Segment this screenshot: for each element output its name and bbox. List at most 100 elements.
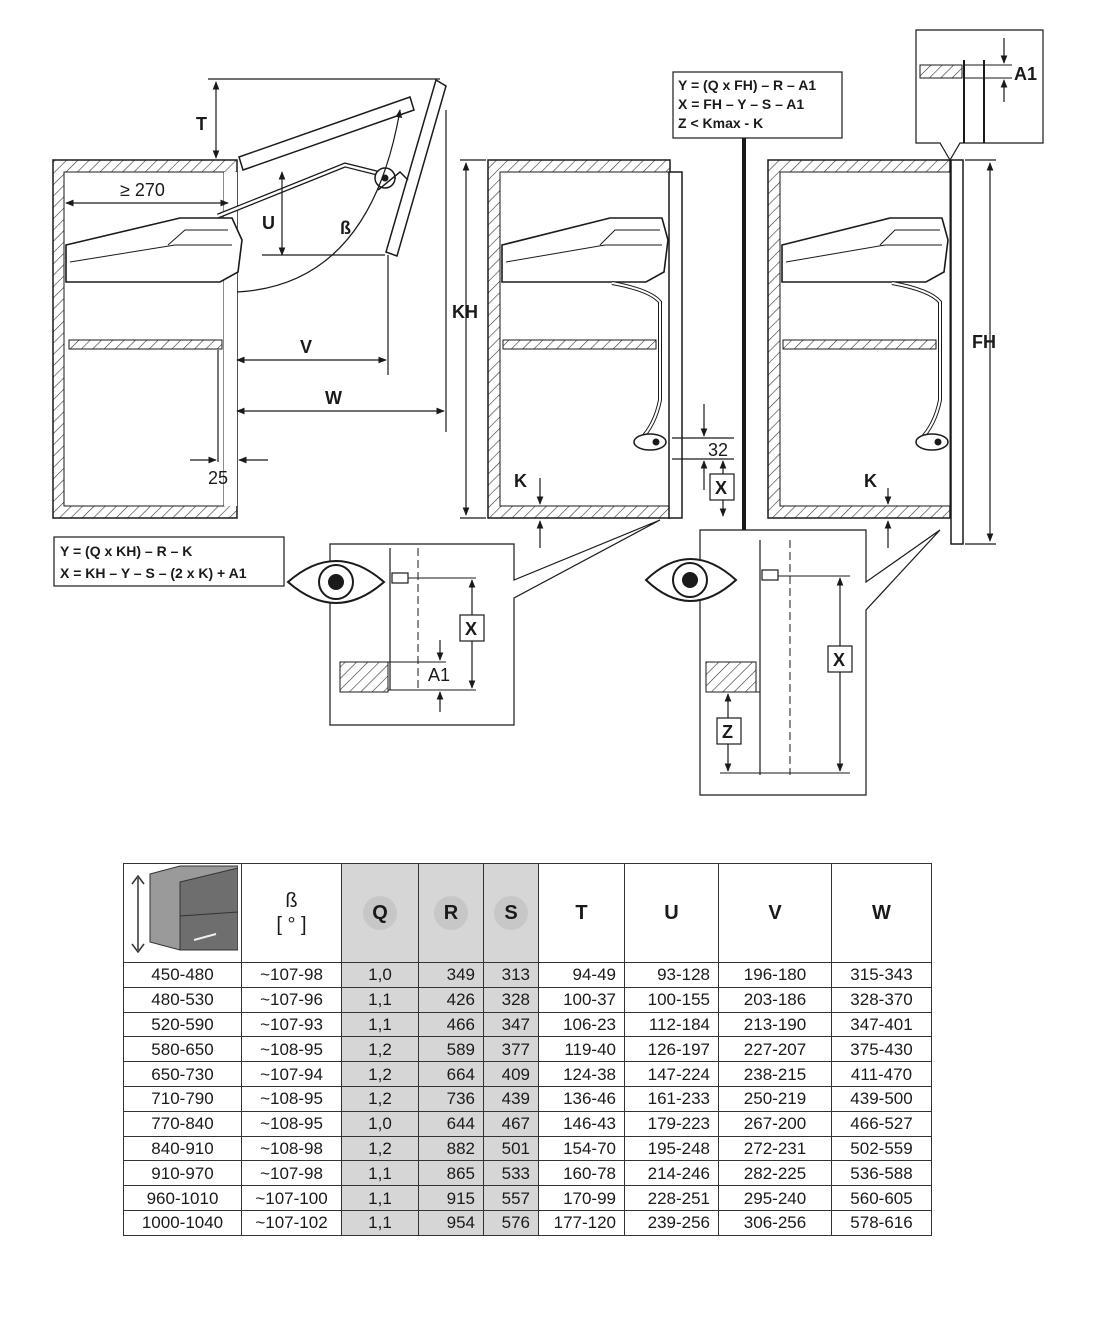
- dim-v-label: V: [300, 337, 312, 357]
- cell-height: 960-1010: [123, 1185, 242, 1211]
- cell-beta: ~108-98: [241, 1135, 342, 1162]
- cell-q: 1,2: [341, 1036, 419, 1063]
- cell-s: 328: [483, 986, 539, 1013]
- cell-r: 466: [418, 1011, 484, 1038]
- cell-beta: ~108-95: [241, 1110, 342, 1137]
- cell-r: 644: [418, 1110, 484, 1137]
- cell-v: 267-200: [718, 1110, 832, 1137]
- dim-25-label: 25: [208, 468, 228, 488]
- left-dimensions: [65, 78, 447, 464]
- cell-w: 502-559: [831, 1135, 932, 1162]
- cell-v: 238-215: [718, 1061, 832, 1087]
- cell-s: 501: [483, 1135, 539, 1162]
- cell-t: 146-43: [538, 1110, 625, 1137]
- dim-fh-label: FH: [972, 332, 996, 352]
- cell-t: 106-23: [538, 1011, 625, 1038]
- cell-q: 1,1: [341, 1011, 419, 1038]
- cell-t: 170-99: [538, 1185, 625, 1211]
- cell-height: 710-790: [123, 1085, 242, 1112]
- cell-r: 349: [418, 962, 484, 988]
- cell-s: 347: [483, 1011, 539, 1038]
- installation-diagram: T U ß ≥ 270 V W 25 Y = (Q x KH) – R – K …: [52, 29, 1044, 796]
- cell-v: 272-231: [718, 1135, 832, 1162]
- detail-left: [286, 519, 661, 726]
- detail-z-label: Z: [722, 722, 733, 742]
- dim-min-depth-label: ≥ 270: [120, 180, 165, 200]
- formula-right-line1: Y = (Q x FH) – R – A1: [678, 77, 816, 93]
- dim-w-label: W: [325, 388, 342, 408]
- formula-left-line1: Y = (Q x KH) – R – K: [60, 543, 192, 559]
- cell-s: 576: [483, 1209, 539, 1236]
- cell-beta: ~107-94: [241, 1061, 342, 1087]
- cell-u: 93-128: [624, 962, 719, 988]
- dim-t-label: T: [196, 114, 207, 134]
- cell-height: 840-910: [123, 1135, 242, 1162]
- cell-u: 100-155: [624, 986, 719, 1013]
- cell-q: 1,2: [341, 1085, 419, 1112]
- dim-32-label: 32: [708, 440, 728, 460]
- cell-height: 450-480: [123, 962, 242, 988]
- formula-right-line2: X = FH – Y – S – A1: [678, 96, 804, 112]
- cell-v: 213-190: [718, 1011, 832, 1038]
- cell-u: 239-256: [624, 1209, 719, 1236]
- cell-r: 882: [418, 1135, 484, 1162]
- cell-q: 1,1: [341, 986, 419, 1013]
- cell-u: 126-197: [624, 1036, 719, 1063]
- q-header: Q: [341, 863, 419, 963]
- w-header: W: [831, 863, 932, 963]
- cell-u: 179-223: [624, 1110, 719, 1137]
- t-header: T: [538, 863, 625, 963]
- cabinet-height-header: [123, 863, 242, 963]
- detail-top-a1-label: A1: [1014, 64, 1037, 84]
- detail-a1-label: A1: [428, 665, 450, 685]
- cell-q: 1,2: [341, 1061, 419, 1087]
- cell-w: 328-370: [831, 986, 932, 1013]
- cell-r: 589: [418, 1036, 484, 1063]
- cell-r: 736: [418, 1085, 484, 1112]
- cell-beta: ~107-98: [241, 1160, 342, 1187]
- cell-u: 161-233: [624, 1085, 719, 1112]
- cell-q: 1,1: [341, 1185, 419, 1211]
- cell-t: 124-38: [538, 1061, 625, 1087]
- cell-w: 439-500: [831, 1085, 932, 1112]
- cell-w: 411-470: [831, 1061, 932, 1087]
- cell-w: 375-430: [831, 1036, 932, 1063]
- cell-t: 119-40: [538, 1036, 625, 1063]
- cell-s: 557: [483, 1185, 539, 1211]
- cell-q: 1,1: [341, 1209, 419, 1236]
- cell-s: 377: [483, 1036, 539, 1063]
- dim-u-label: U: [262, 213, 275, 233]
- cell-r: 664: [418, 1061, 484, 1087]
- cell-u: 112-184: [624, 1011, 719, 1038]
- cell-beta: ~107-96: [241, 986, 342, 1013]
- cell-beta: ~107-98: [241, 962, 342, 988]
- cell-height: 650-730: [123, 1061, 242, 1087]
- cell-v: 250-219: [718, 1085, 832, 1112]
- cell-t: 177-120: [538, 1209, 625, 1236]
- middle-cabinet: [487, 159, 683, 519]
- cell-t: 154-70: [538, 1135, 625, 1162]
- cell-height: 580-650: [123, 1036, 242, 1063]
- dim-beta-label: ß: [340, 218, 351, 238]
- cell-q: 1,0: [341, 962, 419, 988]
- dim-k-left-label: K: [514, 471, 527, 491]
- detail-left-x-label: X: [465, 619, 477, 639]
- detail-top-a1: [915, 29, 1044, 162]
- formula-left-line2: X = KH – Y – S – (2 x K) + A1: [60, 565, 247, 581]
- r-header: R: [418, 863, 484, 963]
- cell-w: 466-527: [831, 1110, 932, 1137]
- cell-u: 147-224: [624, 1061, 719, 1087]
- s-header: S: [483, 863, 539, 963]
- cell-t: 136-46: [538, 1085, 625, 1112]
- dim-k-right-label: K: [864, 471, 877, 491]
- cell-t: 94-49: [538, 962, 625, 988]
